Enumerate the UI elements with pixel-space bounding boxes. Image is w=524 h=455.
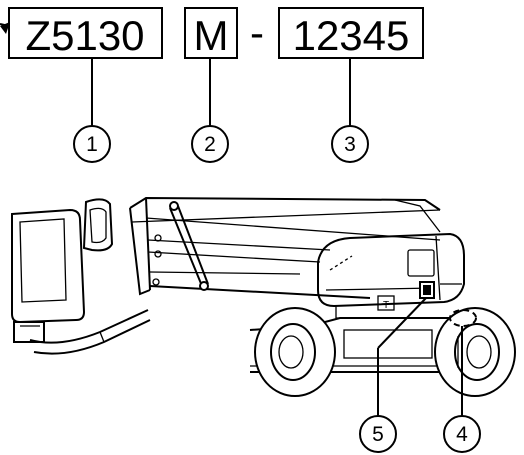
sequence-code: 12345 — [293, 12, 410, 59]
callout-2: 2 — [191, 125, 229, 163]
plant-code-box — [184, 7, 238, 59]
callout-1: 1 — [73, 125, 111, 163]
model-code-box — [8, 7, 163, 59]
svg-text:1: 1 — [86, 133, 98, 156]
model-code: Z5130 — [25, 12, 144, 59]
rear-wheel — [254, 307, 336, 397]
plate-label: T — [383, 300, 389, 311]
svg-text:3: 3 — [344, 133, 356, 156]
boom-lift-illustration: T — [11, 196, 516, 397]
sequence-code-box — [278, 7, 424, 59]
callout-5: 5 — [359, 415, 397, 453]
hidden-plate-marker — [449, 309, 477, 327]
svg-text:5: 5 — [372, 423, 384, 446]
svg-text:2: 2 — [204, 133, 216, 156]
main-boom — [129, 196, 441, 299]
plant-code: M — [194, 12, 229, 59]
code-separator: - — [250, 9, 264, 56]
front-wheel — [434, 307, 516, 397]
platform-basket — [11, 198, 114, 343]
turntable-housing: T — [317, 232, 465, 319]
callout-3: 3 — [331, 125, 369, 163]
serial-code: Z5130 M - 12345 — [0, 7, 424, 59]
callout-4: 4 — [443, 415, 481, 453]
svg-text:4: 4 — [456, 423, 468, 446]
